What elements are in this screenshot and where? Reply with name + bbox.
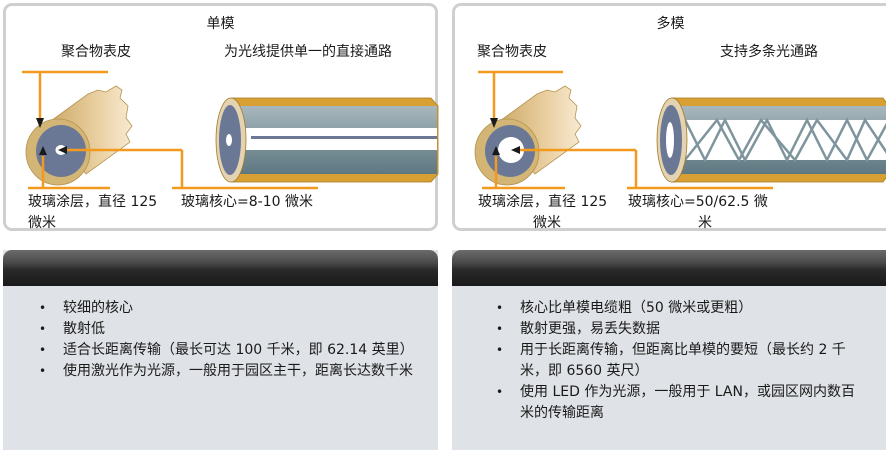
multi-core-label: 玻璃核心=50/62.5 微 xyxy=(628,194,768,210)
list-item: 较细的核心 xyxy=(3,298,438,319)
multi-mode-title: 多模 xyxy=(656,16,685,32)
multi-mode-panel: 多模 聚合物表皮 支持多条光通路 xyxy=(452,3,886,231)
list-item: 使用 LED 作为光源，一般用于 LAN，或园区网内数百米的传输距离 xyxy=(452,382,886,424)
list-item: 核心比单模电缆粗（50 微米或更粗） xyxy=(452,298,886,319)
multi-cladding-label: 玻璃涂层，直径 125 xyxy=(478,194,608,210)
multi-jacket-label: 聚合物表皮 xyxy=(477,44,547,60)
list-item: 用于长距离传输，但距离比单模的要短（最长约 2 千米，即 6560 英尺） xyxy=(452,340,886,382)
single-jacket-label: 聚合物表皮 xyxy=(61,44,131,60)
single-path-label: 为光线提供单一的直接通路 xyxy=(224,44,392,60)
list-item: 使用激光作为光源，一般用于园区主干，距离长达数千米 xyxy=(3,361,438,382)
multi-mode-features-card: 核心比单模电缆粗（50 微米或更粗） 散射更强，易丢失数据 用于长距离传输，但距… xyxy=(452,250,886,450)
single-cladding-label-2: 微米 xyxy=(28,215,56,231)
multi-mode-feature-list: 核心比单模电缆粗（50 微米或更粗） 散射更强，易丢失数据 用于长距离传输，但距… xyxy=(452,286,886,424)
list-item: 适合长距离传输（最长可达 100 千米，即 62.14 英里） xyxy=(3,340,438,361)
multi-side-view-icon xyxy=(656,97,886,183)
single-mode-title: 单模 xyxy=(206,16,235,32)
list-item: 散射更强，易丢失数据 xyxy=(452,319,886,340)
multi-path-label: 支持多条光通路 xyxy=(720,44,818,60)
multi-cladding-label-2: 微米 xyxy=(533,215,561,231)
single-cladding-label: 玻璃涂层，直径 125 xyxy=(28,194,158,210)
single-mode-features-header xyxy=(3,250,438,286)
multi-cross-section-icon xyxy=(474,85,582,186)
single-mode-panel: 单模 聚合物表皮 为光线提供单一的直接通路 xyxy=(3,3,439,231)
multi-core-label-2: 米 xyxy=(698,215,712,231)
single-mode-features-card: 较细的核心 散射低 适合长距离传输（最长可达 100 千米，即 62.14 英里… xyxy=(3,250,438,450)
single-mode-diagram xyxy=(22,70,439,190)
multi-mode-diagram xyxy=(474,70,886,190)
single-side-view-icon xyxy=(215,97,439,183)
single-core-label: 玻璃核心=8-10 微米 xyxy=(181,194,313,210)
multi-mode-features-header xyxy=(452,250,886,286)
list-item: 散射低 xyxy=(3,319,438,340)
single-mode-feature-list: 较细的核心 散射低 适合长距离传输（最长可达 100 千米，即 62.14 英里… xyxy=(3,286,438,382)
